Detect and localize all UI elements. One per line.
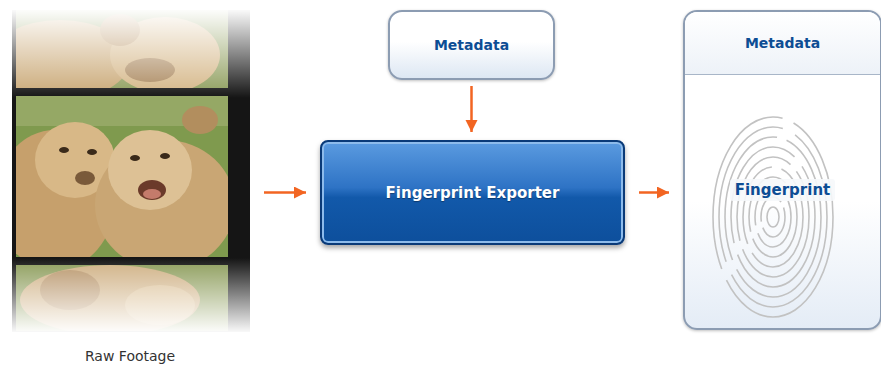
output-panel: MetadataFingerprint xyxy=(683,10,881,330)
box-label: Metadata xyxy=(434,37,509,53)
process-box: Fingerprint Exporter xyxy=(320,140,625,245)
flow-arrow xyxy=(639,191,669,194)
panel-label: Fingerprint xyxy=(730,179,836,201)
panel-heading: Metadata xyxy=(685,12,880,75)
metadata-box: Metadata xyxy=(388,10,555,80)
process-label: Fingerprint Exporter xyxy=(386,184,560,202)
flow-arrow xyxy=(470,86,473,132)
film-strip: Raw Footage xyxy=(10,10,250,365)
caption-label: Raw Footage xyxy=(85,347,175,365)
flow-arrow xyxy=(264,191,306,194)
